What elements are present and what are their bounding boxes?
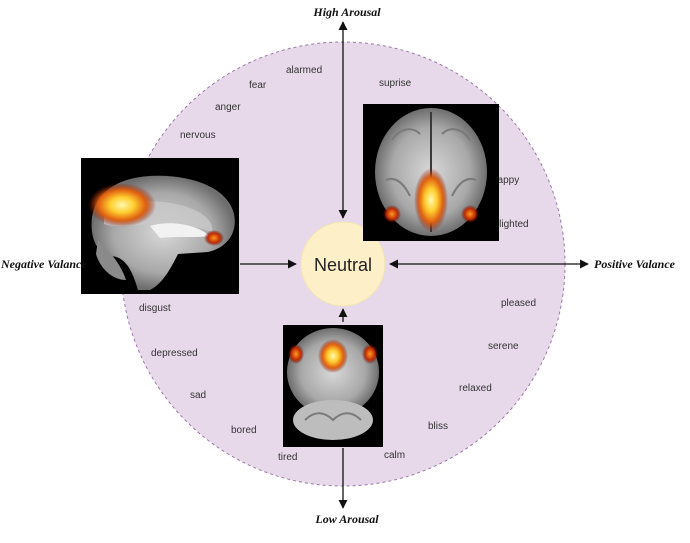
emotion-nervous: nervous [180,130,216,141]
emotion-fear: fear [249,80,267,91]
neutral-node [300,221,386,307]
brain-sagittal-scan [81,158,239,294]
negative-valance-label: Negative Valance [0,257,87,271]
emotion-serene: serene [488,341,519,352]
emotion-bored: bored [231,425,257,436]
emotion-relaxed: relaxed [459,383,492,394]
brain-coronal-scan [283,325,383,447]
brain-axial-scan [363,104,499,241]
positive-valance-label: Positive Valance [594,257,676,271]
high-arousal-label: High Arousal [312,5,381,19]
emotion-bliss: bliss [428,421,448,432]
emotion-delighted: delighted [488,219,529,230]
emotion-alarmed: alarmed [286,65,322,76]
emotion-suprise: suprise [379,78,412,89]
emotion-sad: sad [190,390,206,401]
emotion-labels: alarmed fear anger nervous suprise happy… [139,65,536,463]
emotion-disgust: disgust [139,303,171,314]
emotion-calm: calm [384,450,405,461]
emotion-anger: anger [215,102,241,113]
emotion-happy: happy [492,175,519,186]
emotion-depressed: depressed [151,348,198,359]
low-arousal-label: Low Arousal [314,512,379,526]
emotion-tired: tired [278,452,297,463]
neutral-label: Neutral [314,255,372,275]
emotion-pleased: pleased [501,298,536,309]
